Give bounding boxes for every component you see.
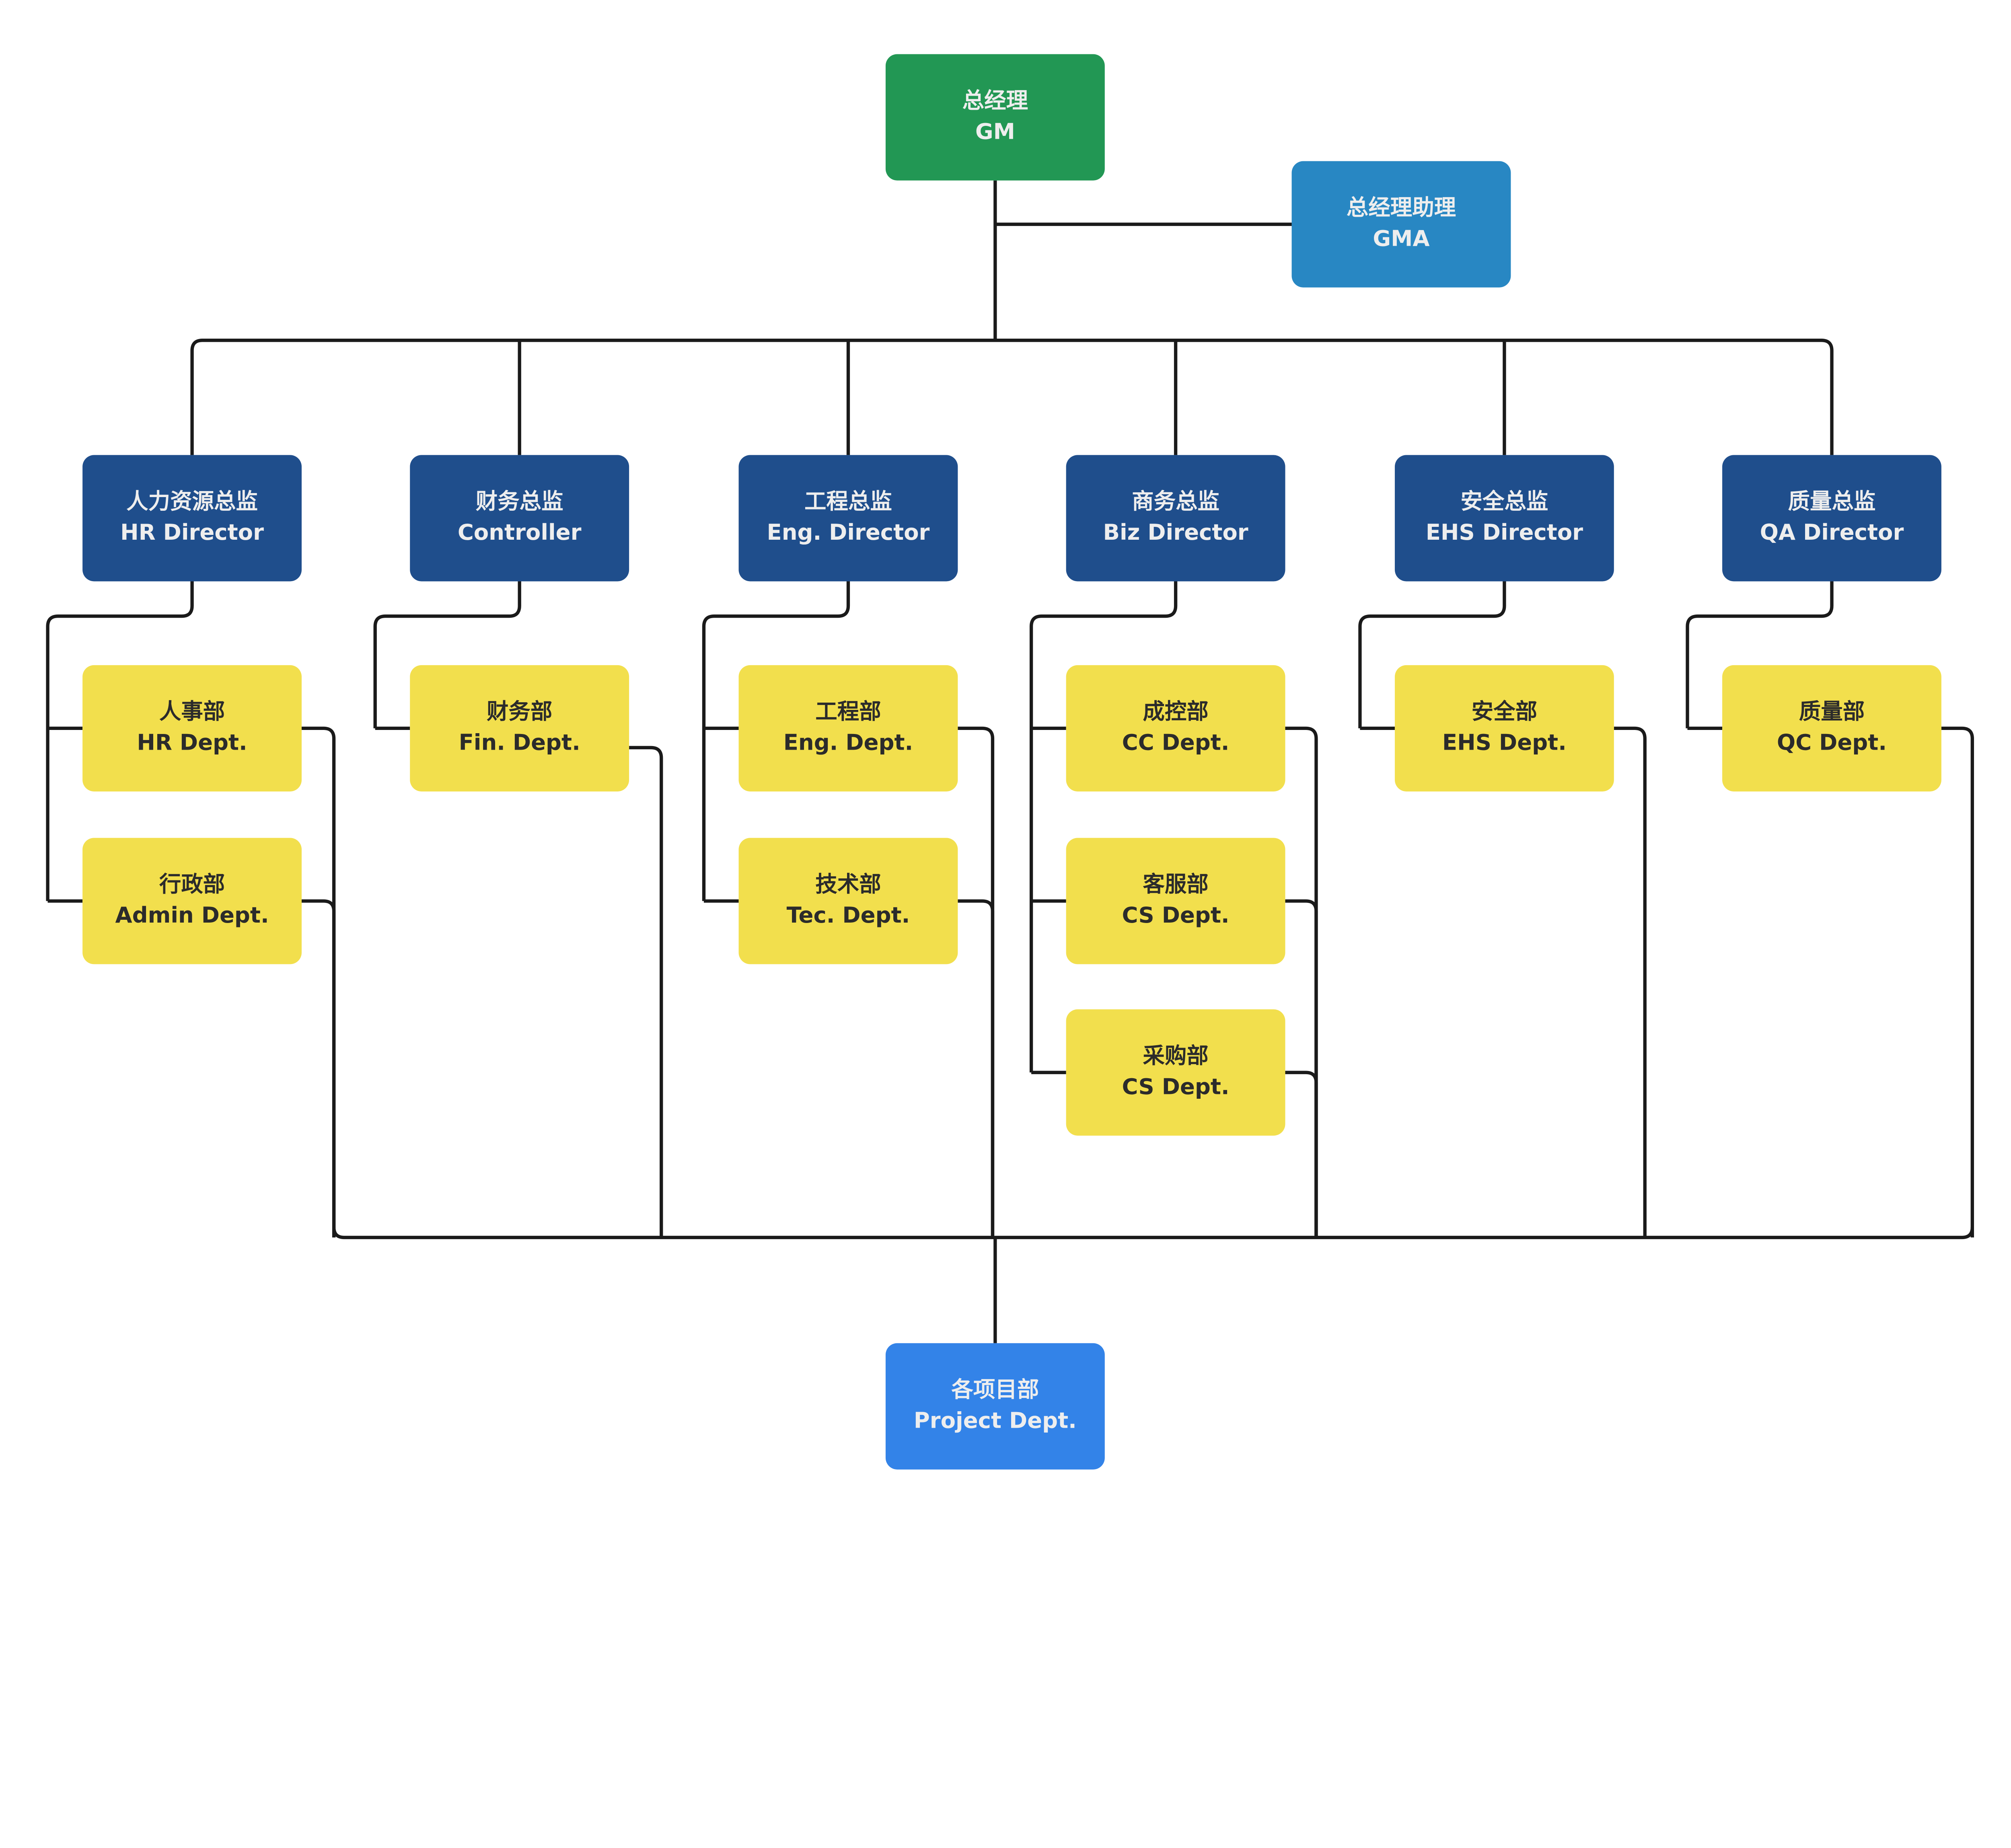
node-dept-2-0[interactable]: 工程部 Eng. Dept. bbox=[738, 665, 958, 791]
node-director-5-label-en: QA Director bbox=[1760, 519, 1904, 545]
node-assistant[interactable]: 总经理助理 GMA bbox=[1291, 161, 1511, 288]
director-2-dept-spine bbox=[702, 581, 850, 901]
node-dept-1-0[interactable]: 财务部 Fin. Dept. bbox=[410, 665, 629, 791]
dept-2-0-out-connector bbox=[958, 726, 995, 1237]
node-dept-0-1-label-cn: 行政部 bbox=[159, 871, 225, 897]
node-gm-label-en: GM bbox=[975, 118, 1015, 144]
node-dept-3-1[interactable]: 客服部 CS Dept. bbox=[1066, 838, 1285, 964]
node-director-2-box bbox=[738, 455, 958, 582]
dept-2-1-out-connector bbox=[958, 899, 995, 1237]
dept-1-0-out-connector bbox=[629, 746, 663, 1237]
node-dept-0-1[interactable]: 行政部 Admin Dept. bbox=[82, 838, 302, 964]
node-dept-2-1[interactable]: 技术部 Tec. Dept. bbox=[738, 838, 958, 964]
org-chart: 总经理 GM 总经理助理 GMA 人力资源总监 HR Director 人事部 HR Dept… bbox=[46, 54, 1974, 1470]
node-project-label-cn: 各项目部 bbox=[951, 1376, 1039, 1402]
node-dept-3-2-label-en: CS Dept. bbox=[1122, 1073, 1230, 1099]
node-director-3[interactable]: 商务总监 Biz Director bbox=[1066, 455, 1285, 582]
node-director-0[interactable]: 人力资源总监 HR Director bbox=[82, 455, 302, 582]
node-dept-3-0-label-en: CC Dept. bbox=[1122, 729, 1230, 755]
node-dept-2-0-label-en: Eng. Dept. bbox=[783, 729, 913, 755]
node-dept-0-1-label-en: Admin Dept. bbox=[115, 902, 269, 928]
node-director-2-label-en: Eng. Director bbox=[767, 519, 930, 545]
node-director-1-label-cn: 财务总监 bbox=[476, 488, 563, 514]
node-dept-4-0-box bbox=[1394, 665, 1614, 791]
node-assistant-box bbox=[1291, 161, 1511, 288]
node-dept-5-0[interactable]: 质量部 QC Dept. bbox=[1722, 665, 1941, 791]
node-dept-3-2-label-cn: 采购部 bbox=[1143, 1042, 1208, 1068]
node-project-label-en: Project Dept. bbox=[914, 1407, 1077, 1433]
node-director-1-label-en: Controller bbox=[458, 519, 582, 545]
node-dept-3-0-label-cn: 成控部 bbox=[1143, 699, 1208, 724]
project-bus-connector bbox=[332, 1227, 1974, 1240]
node-dept-0-0-box bbox=[82, 665, 302, 791]
director-3-dept-spine bbox=[1029, 581, 1178, 1073]
node-assistant-label-en: GMA bbox=[1373, 225, 1429, 251]
node-director-2[interactable]: 工程总监 Eng. Director bbox=[738, 455, 958, 582]
director-5-dept-spine bbox=[1686, 581, 1834, 728]
dept-5-0-out-connector bbox=[1941, 726, 1974, 1237]
node-dept-1-0-box bbox=[410, 665, 629, 791]
node-dept-3-0-box bbox=[1066, 665, 1285, 791]
dept-0-0-out-connector bbox=[302, 726, 336, 1237]
node-director-4-box bbox=[1394, 455, 1614, 582]
connectors bbox=[46, 180, 1974, 1343]
node-dept-0-0-label-en: HR Dept. bbox=[137, 729, 247, 755]
node-dept-0-1-box bbox=[82, 838, 302, 964]
node-project-box bbox=[885, 1343, 1105, 1470]
node-dept-0-0[interactable]: 人事部 HR Dept. bbox=[82, 665, 302, 791]
node-director-5[interactable]: 质量总监 QA Director bbox=[1722, 455, 1941, 582]
nodes: 总经理 GM 总经理助理 GMA 人力资源总监 HR Director 人事部 HR Dept… bbox=[82, 54, 1941, 1470]
node-dept-1-0-label-en: Fin. Dept. bbox=[459, 729, 580, 755]
node-dept-4-0-label-en: EHS Dept. bbox=[1442, 729, 1567, 755]
node-dept-5-0-label-cn: 质量部 bbox=[1799, 699, 1865, 724]
node-dept-2-1-label-cn: 技术部 bbox=[815, 871, 881, 897]
node-director-3-label-en: Biz Director bbox=[1103, 519, 1248, 545]
node-director-4[interactable]: 安全总监 EHS Director bbox=[1394, 455, 1614, 582]
director-bus-connector bbox=[190, 338, 1834, 455]
node-director-4-label-en: EHS Director bbox=[1426, 519, 1583, 545]
node-dept-3-2[interactable]: 采购部 CS Dept. bbox=[1066, 1009, 1285, 1136]
node-dept-5-0-label-en: QC Dept. bbox=[1777, 729, 1887, 755]
node-dept-2-0-box bbox=[738, 665, 958, 791]
node-director-2-label-cn: 工程总监 bbox=[804, 488, 892, 514]
director-0-dept-spine bbox=[46, 581, 194, 901]
node-director-3-label-cn: 商务总监 bbox=[1132, 488, 1219, 514]
director-1-dept-spine bbox=[373, 581, 521, 728]
node-director-4-label-cn: 安全总监 bbox=[1460, 488, 1548, 514]
node-director-0-box bbox=[82, 455, 302, 582]
node-dept-0-0-label-cn: 人事部 bbox=[159, 699, 225, 724]
node-director-1[interactable]: 财务总监 Controller bbox=[410, 455, 629, 582]
dept-4-0-out-connector bbox=[1614, 726, 1647, 1237]
node-director-0-label-cn: 人力资源总监 bbox=[126, 488, 258, 514]
node-dept-3-1-box bbox=[1066, 838, 1285, 964]
node-dept-2-1-label-en: Tec. Dept. bbox=[787, 902, 910, 928]
node-director-5-label-cn: 质量总监 bbox=[1788, 488, 1876, 514]
node-dept-4-0-label-cn: 安全部 bbox=[1472, 699, 1537, 724]
node-dept-3-0[interactable]: 成控部 CC Dept. bbox=[1066, 665, 1285, 791]
director-4-dept-spine bbox=[1358, 581, 1506, 728]
node-assistant-label-cn: 总经理助理 bbox=[1347, 194, 1456, 220]
node-dept-3-2-box bbox=[1066, 1009, 1285, 1136]
node-dept-3-1-label-cn: 客服部 bbox=[1143, 871, 1208, 897]
node-director-0-label-en: HR Director bbox=[120, 519, 264, 545]
dept-3-2-out-connector bbox=[1285, 1071, 1318, 1237]
node-gm[interactable]: 总经理 GM bbox=[885, 54, 1105, 181]
node-project[interactable]: 各项目部 Project Dept. bbox=[885, 1343, 1105, 1470]
node-director-3-box bbox=[1066, 455, 1285, 582]
node-gm-label-cn: 总经理 bbox=[962, 87, 1028, 113]
node-dept-2-1-box bbox=[738, 838, 958, 964]
node-gm-box bbox=[885, 54, 1105, 181]
dept-3-1-out-connector bbox=[1285, 899, 1318, 1237]
node-director-5-box bbox=[1722, 455, 1941, 582]
node-dept-1-0-label-cn: 财务部 bbox=[487, 699, 552, 724]
node-director-1-box bbox=[410, 455, 629, 582]
node-dept-4-0[interactable]: 安全部 EHS Dept. bbox=[1394, 665, 1614, 791]
dept-0-1-out-connector bbox=[302, 899, 336, 1237]
node-dept-2-0-label-cn: 工程部 bbox=[815, 699, 881, 724]
node-dept-5-0-box bbox=[1722, 665, 1941, 791]
dept-3-0-out-connector bbox=[1285, 726, 1318, 1237]
node-dept-3-1-label-en: CS Dept. bbox=[1122, 902, 1230, 928]
